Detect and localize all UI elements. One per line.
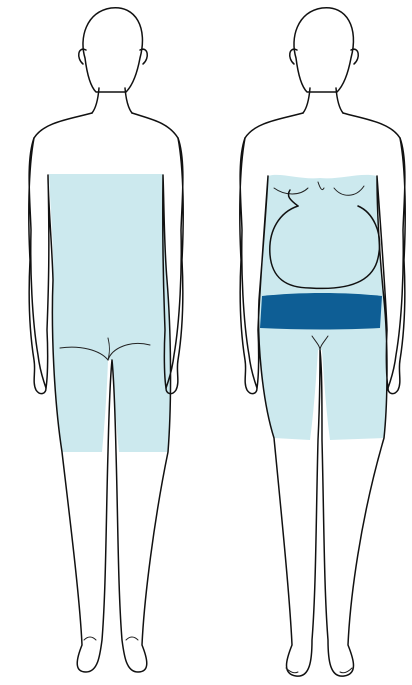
back-head-outline	[83, 8, 142, 92]
front-right-foot-toes	[340, 668, 352, 673]
back-left-ankle	[84, 637, 96, 640]
back-view-figure	[29, 8, 183, 672]
front-neck-right	[336, 88, 343, 113]
front-belt-band[interactable]	[260, 293, 382, 330]
back-neck-right	[125, 88, 132, 113]
back-right-ankle	[126, 637, 138, 640]
front-view-figure	[240, 8, 405, 676]
front-head-outline	[294, 8, 353, 92]
